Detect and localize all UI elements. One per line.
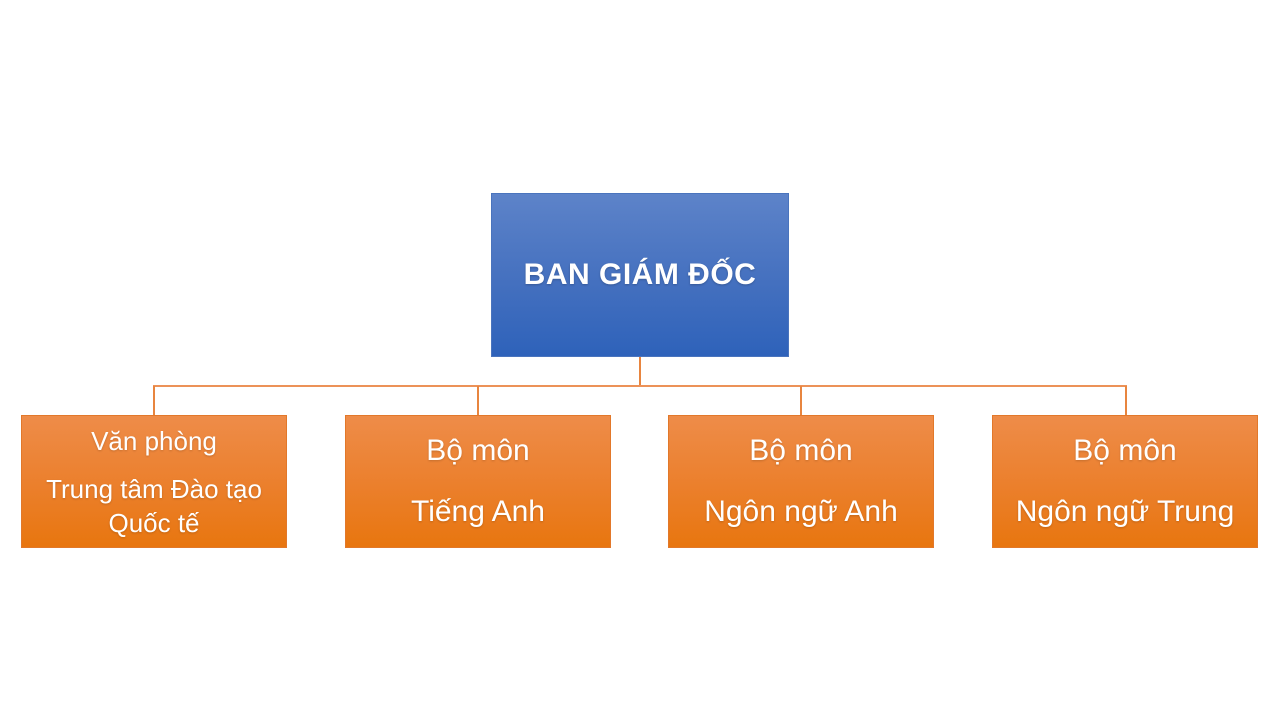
connector-drop-tieng-anh: [477, 386, 479, 415]
org-node-bo-mon-tieng-anh: Bộ môn Tiếng Anh: [345, 415, 611, 548]
org-node-bo-mon-ngon-ngu-trung-line-2: Ngôn ngữ Trung: [1015, 495, 1235, 528]
org-node-bo-mon-ngon-ngu-trung: Bộ môn Ngôn ngữ Trung: [992, 415, 1258, 548]
org-node-bo-mon-tieng-anh-line-1: Bộ môn: [426, 434, 530, 467]
connector-horizontal-rail: [153, 385, 1127, 387]
org-node-bo-mon-ngon-ngu-anh-line-1: Bộ môn: [749, 434, 853, 467]
connector-drop-van-phong: [153, 386, 155, 415]
org-node-ban-giam-doc: BAN GIÁM ĐỐC: [491, 193, 789, 357]
org-node-bo-mon-ngon-ngu-trung-line-1: Bộ môn: [1073, 434, 1177, 467]
org-node-van-phong-line-1: Văn phòng: [91, 425, 217, 456]
org-node-van-phong-line-2: Trung tâm Đào tạo Quốc tế: [46, 473, 262, 538]
org-node-bo-mon-ngon-ngu-anh-line-2: Ngôn ngữ Anh: [704, 495, 898, 528]
org-node-bo-mon-ngon-ngu-anh: Bộ môn Ngôn ngữ Anh: [668, 415, 934, 548]
connector-root-stem: [639, 357, 641, 386]
org-node-ban-giam-doc-label: BAN GIÁM ĐỐC: [523, 258, 757, 291]
org-node-bo-mon-tieng-anh-line-2: Tiếng Anh: [411, 495, 545, 528]
connector-drop-ngon-ngu-trung: [1125, 386, 1127, 415]
connector-drop-ngon-ngu-anh: [800, 386, 802, 415]
org-node-van-phong: Văn phòng Trung tâm Đào tạo Quốc tế: [21, 415, 287, 548]
